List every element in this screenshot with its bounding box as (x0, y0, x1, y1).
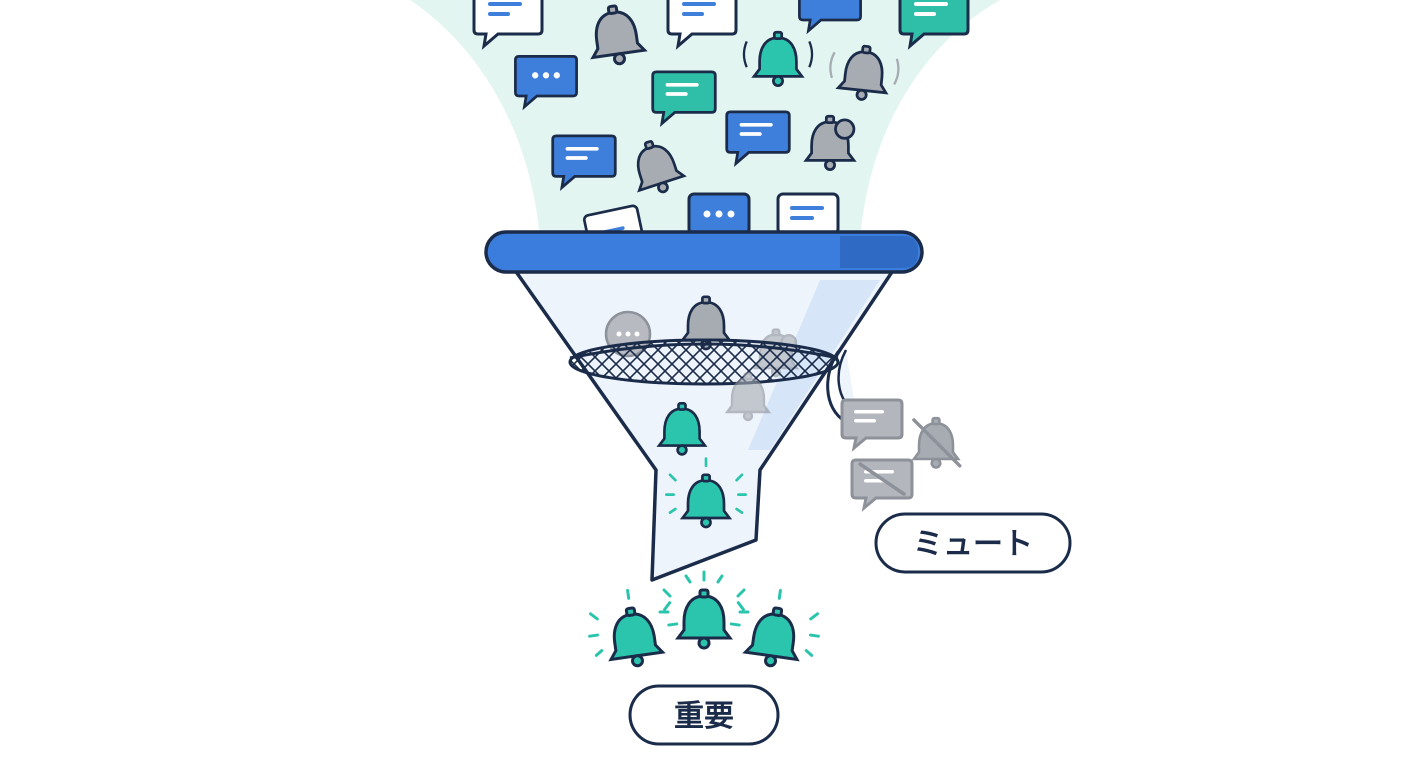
important-bells (588, 570, 820, 671)
bell-ringing-icon (588, 588, 679, 671)
chat-bubble-icon (651, 70, 717, 125)
funnel-rim (484, 230, 924, 274)
bell-badge-icon (804, 114, 856, 171)
important-label: 重要 (674, 699, 734, 734)
funnel (484, 230, 924, 582)
mute-outlet (826, 350, 848, 424)
mute-label-pill: ミュート (874, 512, 1072, 574)
typing-bubble-icon (687, 192, 751, 236)
mute-label: ミュート (913, 527, 1033, 562)
chat-bubble-icon (472, 0, 544, 48)
important-label-pill: 重要 (628, 684, 780, 746)
chat-bubble-muted-icon (840, 398, 904, 452)
bell-ringing-icon (729, 588, 820, 671)
bell-ringing-icon (665, 457, 747, 529)
typing-bubble-icon (514, 55, 578, 109)
bell-icon (829, 42, 900, 104)
chat-bubble-icon (551, 134, 617, 189)
bell-off-icon (912, 416, 962, 469)
chat-off-icon (850, 458, 914, 512)
chat-bubble-icon (725, 110, 791, 165)
bell-ringing-icon (658, 570, 750, 650)
chat-bubble-icon (776, 192, 840, 236)
bell-ringing-icon (742, 30, 814, 87)
chat-bubble-icon (666, 0, 738, 48)
chat-bubble-icon (898, 0, 970, 48)
